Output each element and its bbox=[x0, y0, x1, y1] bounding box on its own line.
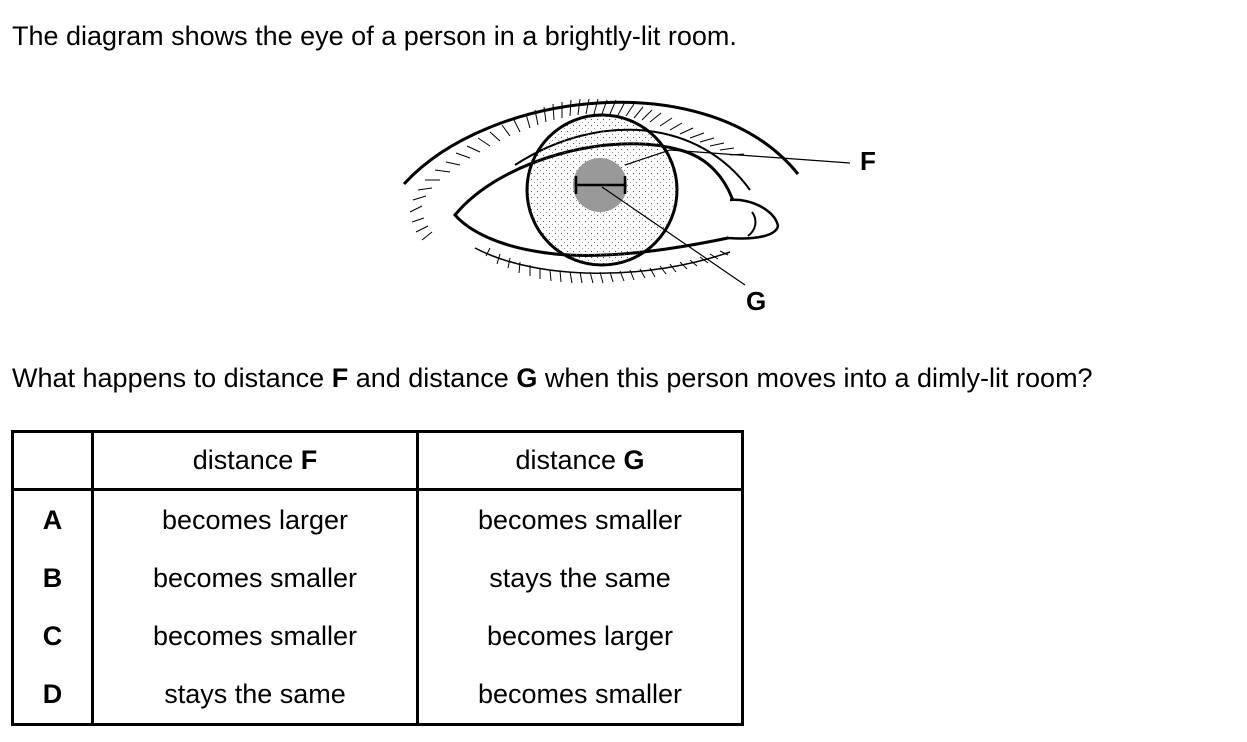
header-blank-cell bbox=[14, 433, 94, 491]
header-distance-g: distance G bbox=[417, 433, 741, 491]
question-part-3: when this person moves into a dimly-lit … bbox=[537, 363, 1093, 393]
table-row: D stays the same becomes smaller bbox=[14, 665, 741, 723]
intro-text: The diagram shows the eye of a person in… bbox=[12, 21, 737, 51]
table-header-row: distance F distance G bbox=[14, 433, 741, 491]
question-f: F bbox=[331, 363, 349, 393]
option-letter: B bbox=[14, 549, 94, 607]
table-row: C becomes smaller becomes larger bbox=[14, 607, 741, 665]
option-g-value: stays the same bbox=[489, 562, 671, 593]
option-letter: D bbox=[14, 665, 94, 723]
brow-crease-line bbox=[402, 100, 800, 186]
lower-eyelashes bbox=[485, 247, 729, 284]
label-g: G bbox=[746, 286, 766, 316]
pupil-diameter-marker bbox=[574, 176, 627, 194]
option-letter: C bbox=[14, 607, 94, 665]
option-f-value: becomes larger bbox=[92, 489, 419, 549]
tear-duct bbox=[727, 198, 780, 240]
eye-diagram: F G bbox=[402, 98, 876, 316]
question-part-1: What happens to distance bbox=[12, 363, 332, 393]
option-g-value: becomes larger bbox=[486, 620, 674, 651]
question-text: What happens to distance F and distance … bbox=[12, 360, 1093, 396]
options-table: distance F distance G A becomes larger b… bbox=[11, 430, 744, 726]
option-f-value: becomes smaller bbox=[92, 607, 419, 665]
label-f: F bbox=[860, 146, 876, 176]
label-f-leader bbox=[624, 149, 851, 166]
option-letter: A bbox=[14, 489, 94, 549]
option-f-value: stays the same bbox=[92, 665, 419, 723]
header-distance-f: distance F bbox=[92, 433, 419, 491]
option-g-value: becomes smaller bbox=[477, 678, 683, 709]
label-g-leader bbox=[601, 186, 746, 286]
question-part-2: and distance bbox=[348, 363, 517, 393]
table-row: A becomes larger becomes smaller bbox=[14, 489, 741, 549]
table-row: B becomes smaller stays the same bbox=[14, 549, 741, 607]
option-f-value: becomes smaller bbox=[92, 549, 419, 607]
lower-lid-line bbox=[474, 247, 731, 274]
question-g: G bbox=[516, 363, 538, 393]
option-g-value: becomes smaller bbox=[477, 504, 683, 535]
